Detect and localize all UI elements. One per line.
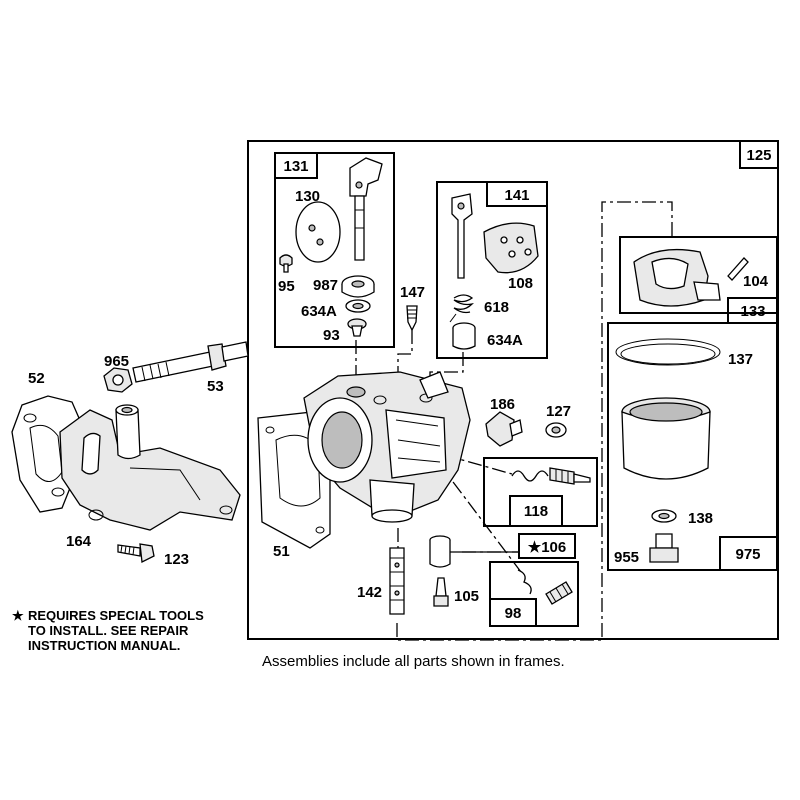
part-label-141: 141	[504, 187, 529, 204]
label-box-125	[739, 140, 779, 169]
part-label-130: 130	[295, 188, 320, 205]
elbow-fitting-186	[485, 411, 523, 447]
intake-elbow-164	[59, 404, 241, 531]
frame-131-kit	[274, 152, 395, 348]
label-box-118	[509, 495, 563, 527]
label-box-131	[274, 152, 318, 179]
part-label-131: 131	[283, 158, 308, 175]
star-icon: ★	[528, 539, 542, 556]
gasket-137	[615, 338, 721, 366]
carburetor-body	[303, 371, 471, 523]
part-label-108: 108	[508, 275, 533, 292]
spring-618	[449, 294, 474, 323]
pin-104	[727, 257, 749, 281]
screw-147	[406, 305, 418, 332]
fitting-53	[132, 341, 249, 383]
part-label-93: 93	[323, 327, 340, 344]
star-icon: ★	[12, 608, 24, 623]
plug-127	[545, 422, 567, 438]
label-box-975	[719, 536, 778, 571]
throttle-shaft	[349, 157, 383, 261]
part-label-634a-mid: 634A	[487, 332, 523, 349]
assembly-line-98	[437, 461, 525, 577]
label-box-141	[486, 181, 548, 207]
screw-98	[545, 581, 573, 605]
part-label-965: 965	[104, 353, 129, 370]
emulsion-tube-142	[389, 547, 405, 615]
choke-plate-108	[483, 222, 539, 274]
part-label-955: 955	[614, 549, 639, 566]
part-label-95: 95	[278, 278, 295, 295]
part-label-186: 186	[490, 396, 515, 413]
part-label-51: 51	[273, 543, 290, 560]
part-label-987: 987	[313, 277, 338, 294]
screw-123	[117, 543, 155, 563]
part-label-105: 105	[454, 588, 479, 605]
part-label-618: 618	[484, 299, 509, 316]
seat-106	[429, 535, 451, 568]
part-label-133: 133	[740, 303, 765, 320]
assembly-line-bowl	[396, 201, 673, 641]
nut-965	[103, 367, 133, 393]
washer-634a-top	[345, 299, 371, 313]
assembly-line-118	[419, 447, 513, 475]
special-tools-note: ★ REQUIRES SPECIAL TOOLS TO INSTALL. SEE…	[12, 608, 207, 653]
screw-93	[347, 318, 367, 337]
seal-987	[341, 275, 375, 298]
part-label-123: 123	[164, 551, 189, 568]
choke-shaft	[451, 193, 473, 279]
needle-105	[433, 577, 449, 607]
bowl-nut-955	[649, 533, 679, 563]
part-label-53: 53	[207, 378, 224, 395]
washer-138	[651, 509, 677, 523]
part-label-147: 147	[400, 284, 425, 301]
label-box-133	[727, 297, 778, 324]
part-label-634a-top: 634A	[301, 303, 337, 320]
float	[633, 248, 721, 307]
label-box-98	[489, 598, 537, 627]
idle-screw-118	[549, 467, 591, 485]
frame-104-float	[619, 236, 778, 314]
part-label-106: ★106	[528, 539, 566, 556]
gasket-52	[11, 395, 83, 513]
assemblies-caption: Assemblies include all parts shown in fr…	[262, 653, 565, 670]
spring-118	[511, 470, 549, 482]
part-label-137: 137	[728, 351, 753, 368]
part-label-52: 52	[28, 370, 45, 387]
seal-634a-mid	[452, 322, 476, 350]
part-label-118: 118	[524, 503, 548, 520]
part-label-98: 98	[505, 605, 522, 622]
part-label-104: 104	[743, 273, 769, 290]
part-label-975: 975	[735, 546, 760, 563]
fuel-bowl	[621, 397, 711, 480]
frame-133-bowl	[607, 322, 778, 571]
spring-98	[517, 569, 532, 595]
throttle-plate-130	[295, 201, 341, 263]
part-label-125: 125	[746, 147, 771, 164]
screw-95	[279, 254, 293, 273]
part-label-142: 142	[357, 584, 382, 601]
label-box-106	[518, 533, 576, 559]
part-label-127: 127	[546, 403, 571, 420]
part-label-164: 164	[66, 533, 92, 550]
part-label-138: 138	[688, 510, 713, 527]
